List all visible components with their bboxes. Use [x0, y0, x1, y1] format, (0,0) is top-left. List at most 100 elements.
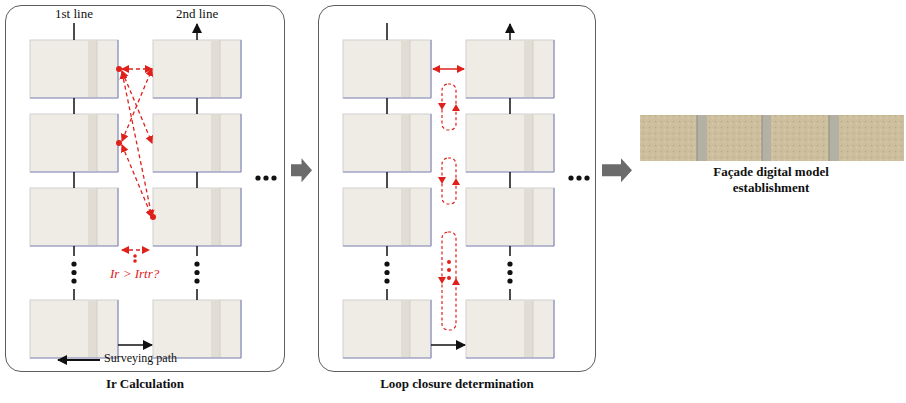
continuation-dot	[255, 175, 260, 180]
tile-stripe	[211, 300, 220, 358]
candidate-arrow	[122, 68, 152, 69]
step-caption: Ir Calculation	[6, 376, 284, 392]
tile-edge	[240, 188, 241, 246]
path-line	[196, 289, 198, 300]
facade-pilaster-edge	[697, 115, 698, 161]
continuation-dot	[507, 270, 512, 275]
tile-stripe-edge	[410, 300, 411, 358]
process-panel: Loop closure determination	[318, 5, 596, 372]
image-tile	[153, 188, 241, 246]
tile-stripe-edge	[220, 114, 221, 172]
continuation-dot	[576, 175, 581, 180]
path-line	[196, 24, 198, 40]
continuation-dot	[194, 270, 199, 275]
image-tile	[466, 188, 554, 246]
loop-outline	[442, 232, 456, 330]
path-line	[509, 246, 511, 256]
continuation-dot	[194, 278, 199, 283]
loop-arrow	[438, 103, 446, 110]
image-tile	[343, 114, 431, 172]
continuation-dot	[194, 261, 199, 266]
tile-stripe	[524, 40, 533, 98]
facade-image	[640, 115, 904, 161]
tile-edge	[430, 188, 431, 246]
tile-stripe	[401, 188, 410, 246]
tile-body	[30, 188, 118, 246]
continuation-dot	[507, 261, 512, 266]
tile-stripe-edge	[97, 40, 98, 98]
block-arrow	[602, 158, 632, 182]
candidate-point	[116, 140, 122, 146]
tile-stripe-edge	[410, 114, 411, 172]
facade-pilaster-edge	[829, 115, 830, 161]
image-tile	[30, 300, 118, 358]
loop-arrow	[452, 278, 460, 285]
image-tile	[343, 40, 431, 98]
tile-edge	[430, 40, 431, 98]
tile-stripe-edge	[220, 188, 221, 246]
image-tile	[153, 114, 241, 172]
result-image-box: Façade digital model establishment	[638, 112, 904, 200]
facade-pilaster	[762, 115, 771, 161]
facade-pilaster	[829, 115, 839, 161]
red-dot	[447, 260, 451, 264]
tile-stripe	[401, 40, 410, 98]
continuation-dot	[71, 270, 76, 275]
tile-stripe	[401, 300, 410, 358]
tile-edge	[553, 300, 554, 358]
image-tile	[466, 40, 554, 98]
tile-edge	[240, 300, 241, 358]
tile-stripe	[88, 40, 97, 98]
continuation-dot	[263, 175, 268, 180]
tile-stripe	[211, 188, 220, 246]
continuation-dot	[568, 175, 573, 180]
continuation-dot	[384, 261, 389, 266]
candidate-point	[116, 66, 122, 72]
continuation-dot	[507, 278, 512, 283]
tile-stripe-edge	[533, 114, 534, 172]
loop-arrow	[438, 177, 446, 184]
path-line	[73, 172, 75, 188]
tile-stripe-edge	[220, 300, 221, 358]
image-tile	[153, 300, 241, 358]
tile-stripe-edge	[410, 188, 411, 246]
step-caption: Loop closure determination	[319, 376, 595, 392]
tile-edge	[117, 300, 118, 358]
tile-body	[466, 188, 554, 246]
image-tile	[30, 188, 118, 246]
path-label: Surveying path	[104, 352, 177, 366]
image-tile	[30, 114, 118, 172]
tile-body	[343, 300, 431, 358]
path-line	[196, 98, 198, 114]
tile-body	[30, 40, 118, 98]
candidate-arrow	[122, 249, 149, 250]
continuation-dot	[384, 278, 389, 283]
path-line	[118, 344, 152, 346]
threshold-condition: Ir > Irtr?	[110, 267, 159, 282]
tile-stripe	[401, 114, 410, 172]
tile-edge	[553, 114, 554, 172]
continuation-dot	[584, 175, 589, 180]
image-tile	[343, 188, 431, 246]
path-line	[509, 24, 511, 40]
tile-edge	[430, 114, 431, 172]
tile-body	[153, 114, 241, 172]
image-tile	[466, 300, 554, 358]
tile-stripe-edge	[97, 114, 98, 172]
process-panel: Ir Calculation	[5, 5, 285, 372]
tile-body	[343, 188, 431, 246]
tile-stripe-edge	[220, 40, 221, 98]
tile-body	[30, 300, 118, 358]
path-line	[431, 344, 465, 346]
path-line	[73, 289, 75, 300]
image-tile	[466, 114, 554, 172]
tile-stripe	[524, 300, 533, 358]
path-line	[73, 23, 75, 40]
candidate-arrow	[122, 145, 152, 217]
tile-edge	[117, 188, 118, 246]
tile-body	[153, 188, 241, 246]
continuation-dot	[384, 270, 389, 275]
loop-arrow	[438, 277, 446, 284]
loop-outline	[442, 158, 456, 204]
